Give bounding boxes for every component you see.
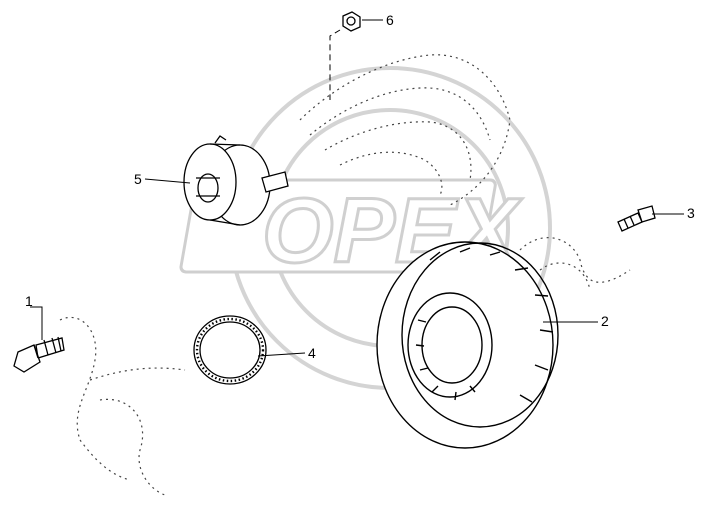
stud-bolt-icon: [617, 205, 656, 232]
brake-chamber-icon: [183, 135, 289, 226]
leader-line-6-dashed: [329, 29, 341, 100]
abs-tone-ring-icon: [193, 315, 267, 385]
leader-line-5: [144, 178, 191, 184]
callout-4: 4: [308, 345, 316, 361]
wheel-bolt-icon: [13, 336, 65, 373]
callout-5: 5: [134, 171, 142, 187]
brake-disc-icon: [376, 241, 559, 449]
callout-1: 1: [25, 293, 33, 309]
hex-nut-icon: [342, 11, 361, 32]
callout-3: 3: [687, 205, 695, 221]
ghost-axle-assembly: [59, 54, 631, 496]
leader-lines: [30, 19, 684, 357]
callout-2: 2: [601, 313, 609, 329]
leader-line-1: [30, 306, 43, 340]
leader-line-4: [257, 352, 306, 357]
callout-6: 6: [386, 12, 394, 28]
callout-labels: 1 2 3 4 5 6: [25, 12, 695, 361]
